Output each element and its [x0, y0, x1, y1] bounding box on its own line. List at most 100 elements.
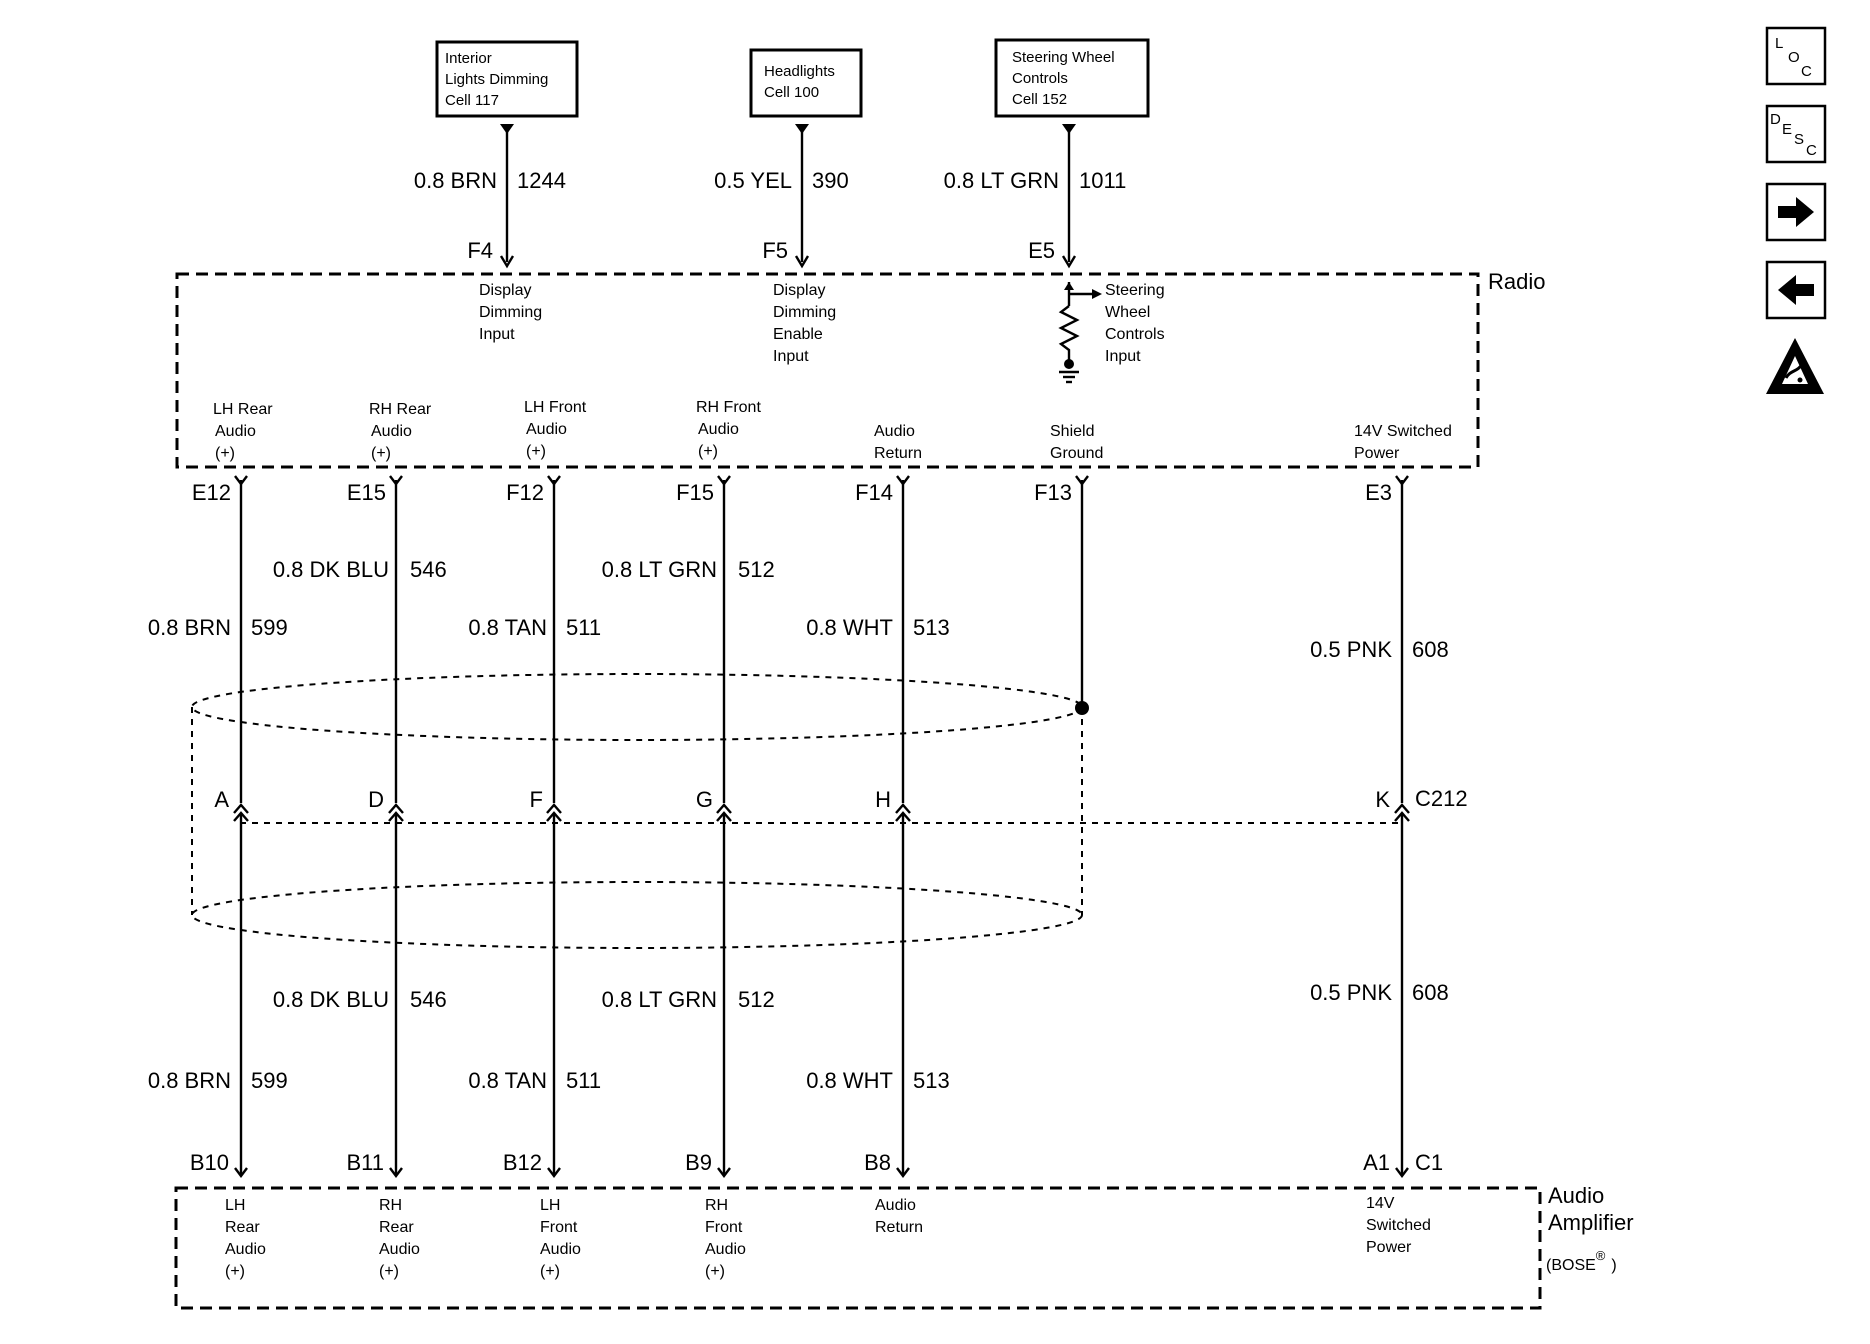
pin-description: Enable [773, 326, 823, 343]
wire-608: E3 0.5 PNK 608 K 0.5 PNK 608 A1 [1310, 475, 1449, 1178]
steering-input-resistor-symbol [1058, 282, 1102, 384]
top-wire-1244: 0.8 BRN 1244 F4 Display Dimming Input [414, 124, 566, 343]
pin-description: Input [773, 348, 809, 365]
amp-connector-label: C1 [1415, 1150, 1443, 1175]
amplifier-label: Audio [1548, 1183, 1604, 1208]
wire-gauge-color: 0.5 PNK [1310, 637, 1392, 662]
pin-description: Wheel [1105, 304, 1150, 321]
pin-description: RH [705, 1197, 728, 1214]
pin-description: Front [540, 1219, 578, 1236]
pin-description: Dimming [773, 304, 836, 321]
pin-description: Audio [215, 423, 256, 440]
wire-gauge-color: 0.5 YEL [714, 168, 792, 193]
wire-546: E15 0.8 DK BLU 546 D 0.8 DK BLU 546 B11 [273, 475, 447, 1178]
pin-description: Audio [371, 423, 412, 440]
wire-513: F14 0.8 WHT 513 H 0.8 WHT 513 B8 [806, 475, 950, 1178]
c212-pin: A [214, 787, 229, 812]
wire-512: F15 0.8 LT GRN 512 G 0.8 LT GRN 512 B9 [602, 475, 775, 1178]
wire-circuit-number: 608 [1412, 980, 1449, 1005]
wire-circuit-number: 599 [251, 615, 288, 640]
radio-pin: E15 [347, 480, 386, 505]
pin-description: (+) [379, 1263, 399, 1280]
pin-description: RH Front [696, 399, 761, 416]
radio-pin: F14 [855, 480, 893, 505]
amp-pin-descriptions: LH Rear Audio (+) RH Rear Audio (+) LH F… [225, 1195, 1431, 1280]
pin-description: Steering [1105, 282, 1165, 299]
pin-description: LH Rear [213, 401, 273, 418]
wire-gauge-color: 0.8 TAN [468, 1068, 547, 1093]
pin-description: RH Rear [369, 401, 432, 418]
wire-circuit-number: 546 [410, 987, 447, 1012]
cable-shield [191, 673, 1089, 949]
pin-description: Return [875, 1219, 923, 1236]
source-text: Lights Dimming [445, 71, 548, 88]
pin-description: Audio [526, 421, 567, 438]
wire-gauge-color: 0.8 LT GRN [944, 168, 1059, 193]
wire-circuit-number: 511 [566, 1068, 601, 1093]
esd-warning-icon[interactable] [1766, 338, 1824, 394]
wire-circuit-number: 390 [812, 168, 849, 193]
wire-gauge-color: 0.8 BRN [414, 168, 497, 193]
pin-description: Power [1366, 1239, 1412, 1256]
wire-gauge-color: 0.8 LT GRN [602, 987, 717, 1012]
source-text: Cell 100 [764, 84, 819, 101]
pin-description: 14V Switched [1354, 423, 1452, 440]
pin-description: Audio [540, 1241, 581, 1258]
amplifier-label: Amplifier [1548, 1210, 1634, 1235]
location-button[interactable]: L O C [1765, 26, 1827, 86]
radio-component: Radio [175, 269, 1545, 469]
c212-pin: H [875, 787, 891, 812]
next-page-button[interactable] [1765, 182, 1827, 242]
c212-pin: D [368, 787, 384, 812]
wire-shield-ground: F13 [1034, 475, 1089, 708]
audio-amplifier-component: Audio Amplifier (BOSE®) [174, 1183, 1634, 1310]
source-text: Controls [1012, 70, 1068, 87]
source-text: Headlights [764, 63, 835, 80]
pin-description: Audio [875, 1197, 916, 1214]
wire-circuit-number: 608 [1412, 637, 1449, 662]
pin-description: 14V [1366, 1195, 1395, 1212]
pin-description: (+) [698, 443, 718, 460]
wire-gauge-color: 0.8 DK BLU [273, 987, 389, 1012]
c212-pin: F [530, 787, 543, 812]
c212-label: C212 [1415, 786, 1468, 811]
wire-gauge-color: 0.8 TAN [468, 615, 547, 640]
pin-description: (+) [225, 1263, 245, 1280]
description-button[interactable]: D E S C [1765, 104, 1827, 164]
source-text: Cell 152 [1012, 91, 1067, 108]
wire-gauge-color: 0.8 DK BLU [273, 557, 389, 582]
pin-description: Shield [1050, 423, 1094, 440]
loc-icon-letter: O [1788, 49, 1800, 66]
amp-pin: B9 [685, 1150, 712, 1175]
amp-pin: B12 [503, 1150, 542, 1175]
wire-gauge-color: 0.5 PNK [1310, 980, 1392, 1005]
radio-pin: F15 [676, 480, 714, 505]
pin-description: Audio [874, 423, 915, 440]
pin-description: Display [479, 282, 531, 299]
previous-page-button[interactable] [1765, 260, 1827, 320]
amp-pin: B10 [190, 1150, 229, 1175]
wire-circuit-number: 546 [410, 557, 447, 582]
pin-description: (+) [526, 443, 546, 460]
pin-description: (+) [215, 445, 235, 462]
pin-description: Power [1354, 445, 1400, 462]
pin-description: LH Front [524, 399, 587, 416]
pin-description: Display [773, 282, 825, 299]
source-text: Cell 117 [445, 92, 499, 109]
amp-pin: B8 [864, 1150, 891, 1175]
pin-description: LH [540, 1197, 560, 1214]
pin-description: Audio [379, 1241, 420, 1258]
radio-pin: F12 [506, 480, 544, 505]
wire-gauge-color: 0.8 WHT [806, 615, 893, 640]
radio-pin: E12 [192, 480, 231, 505]
amp-pin: B11 [346, 1150, 384, 1175]
pin-description: Rear [225, 1219, 260, 1236]
desc-icon-letter: D [1770, 111, 1781, 128]
radio-label: Radio [1488, 269, 1545, 294]
pin-description: Front [705, 1219, 743, 1236]
wire-gauge-color: 0.8 BRN [148, 1068, 231, 1093]
wire-circuit-number: 1011 [1079, 168, 1126, 193]
pin-description: Ground [1050, 445, 1103, 462]
amp-pin: A1 [1363, 1150, 1390, 1175]
wire-circuit-number: 599 [251, 1068, 288, 1093]
